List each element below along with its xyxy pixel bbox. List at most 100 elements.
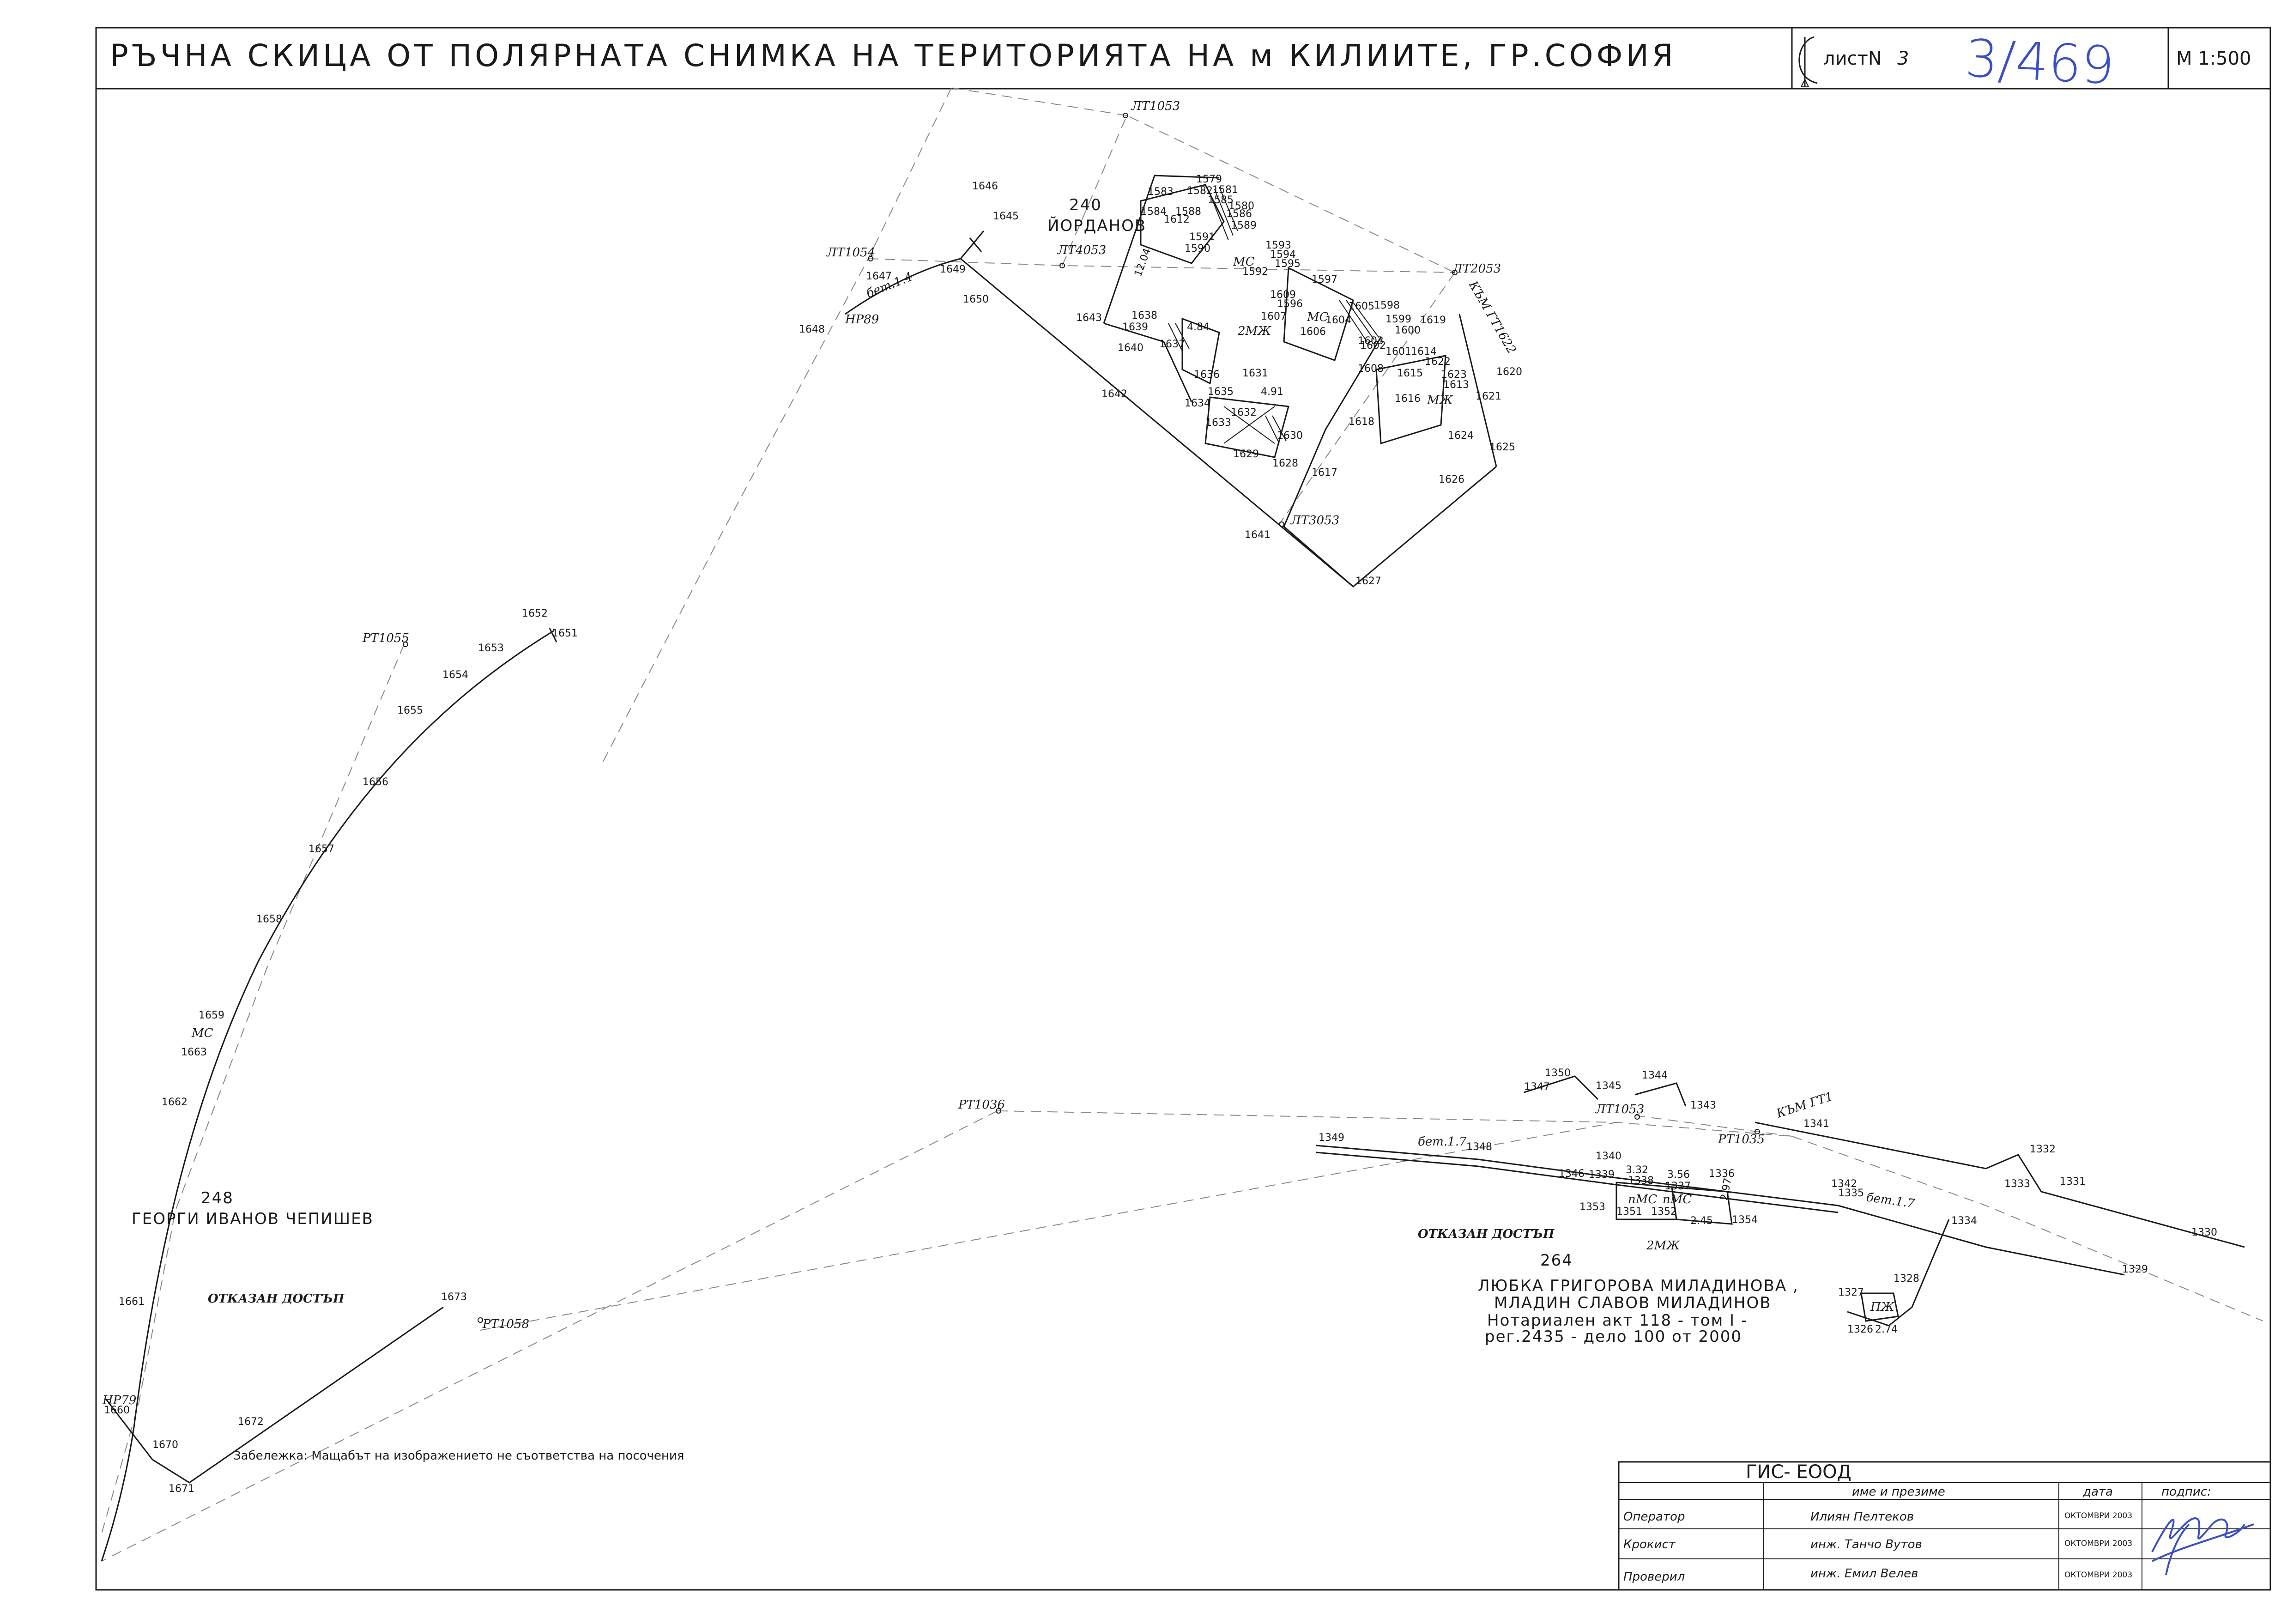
traverse-lines xyxy=(101,87,2263,1562)
col-date-header: дата xyxy=(2082,1485,2113,1499)
row-role-checker: Проверил xyxy=(1623,1570,1685,1584)
sheet-frame xyxy=(95,27,2271,1591)
pt: 1652 xyxy=(522,608,548,619)
pt: 1626 xyxy=(1439,474,1464,485)
pt: 1606 xyxy=(1300,326,1326,338)
pt: 1582 xyxy=(1187,185,1213,197)
pt: 1350 xyxy=(1545,1067,1571,1079)
sheet-label: листN xyxy=(1823,48,1882,69)
pt: 1633 xyxy=(1205,417,1231,429)
pt: 1343 xyxy=(1690,1100,1716,1111)
pt: 1627 xyxy=(1355,576,1381,587)
pt: 1585 xyxy=(1208,194,1234,206)
pt: 1336 xyxy=(1709,1168,1735,1180)
station-rt1055: РТ1055 xyxy=(362,631,409,645)
row-date-checker: ОКТОМВРИ 2003 xyxy=(2064,1570,2132,1580)
pt: 1600 xyxy=(1395,325,1421,336)
parcel-264-deed-1: Нотариален акт 118 - том I - xyxy=(1487,1311,1748,1330)
pt: 1620 xyxy=(1496,366,1522,378)
station-rt1036: РТ1036 xyxy=(958,1098,1005,1112)
pt: 1630 xyxy=(1277,430,1303,442)
building-codes: МС МС МС 2МЖ МЖ пМС пМС 2МЖ ПЖ xyxy=(191,255,1895,1314)
pt: 1581 xyxy=(1212,184,1238,196)
pt: 1345 xyxy=(1596,1080,1621,1092)
annotations: КЪМ ГТ1622 КЪМ ГТ1 бет.1.4 бет.1.7 бет.1… xyxy=(233,247,1916,1463)
pt: 1655 xyxy=(397,705,423,716)
row-date-operator: ОКТОМВРИ 2003 xyxy=(2064,1511,2132,1521)
wall-label-b: бет.1.7 xyxy=(1418,1135,1467,1149)
pt: 1327 xyxy=(1838,1287,1864,1298)
station-rt1058: РТ1058 xyxy=(482,1317,529,1331)
company-name: ГИС- ЕООД xyxy=(1746,1461,1851,1483)
station-marker xyxy=(1634,1114,1640,1120)
pt: 1596 xyxy=(1277,298,1303,310)
handwritten-number: 3/469 xyxy=(1964,29,2116,97)
pt: 1588 xyxy=(1175,206,1201,218)
station-marker xyxy=(868,256,873,261)
pt: 1333 xyxy=(2004,1178,2030,1190)
sheet-number: 3 xyxy=(1897,48,1909,69)
code-mzh: МЖ xyxy=(1427,394,1453,407)
pt: 1602 xyxy=(1360,340,1386,351)
pt: 1659 xyxy=(199,1010,224,1021)
page-title: РЪЧНА СКИЦА ОТ ПОЛЯРНАТА СНИМКА НА ТЕРИТ… xyxy=(110,38,1676,73)
pt: 1617 xyxy=(1312,467,1337,479)
code-pzh: ПЖ xyxy=(1870,1300,1895,1314)
dim-332: 3.32 xyxy=(1626,1164,1648,1176)
pt: 1580 xyxy=(1228,200,1254,212)
pt: 1326 xyxy=(1847,1324,1873,1335)
station-marker xyxy=(478,1317,483,1323)
pt: 1614 xyxy=(1411,346,1437,358)
pt: 1646 xyxy=(972,181,998,192)
station-lt3053: ЛТ3053 xyxy=(1290,514,1339,527)
pt: 1625 xyxy=(1489,442,1515,453)
station-hp79: НР79 xyxy=(102,1394,136,1407)
pt: 1608 xyxy=(1358,363,1384,375)
pt: 1660 xyxy=(104,1405,130,1416)
station-marker xyxy=(1452,270,1458,275)
pt: 1623 xyxy=(1441,369,1467,381)
pt: 1329 xyxy=(2122,1264,2148,1275)
pt: 1586 xyxy=(1226,208,1252,220)
station-marker xyxy=(1755,1129,1760,1134)
pt: 1618 xyxy=(1349,416,1374,428)
row-date-croquis: ОКТОМВРИ 2003 xyxy=(2064,1539,2132,1548)
station-lt1053-top: ЛТ1053 xyxy=(1131,99,1180,113)
pt: 1613 xyxy=(1443,379,1469,391)
dim-245: 2.45 xyxy=(1690,1215,1713,1227)
map-scale: М 1:500 xyxy=(2176,48,2251,69)
pt: 1592 xyxy=(1242,266,1268,278)
pt: 1641 xyxy=(1245,529,1271,541)
pt: 1330 xyxy=(2191,1227,2217,1238)
parcel-264-status: ОТКАЗАН ДОСТЪП xyxy=(1418,1227,1555,1241)
pt: 1353 xyxy=(1579,1201,1605,1213)
station-lt1054: ЛТ1054 xyxy=(826,246,875,260)
pt: 1662 xyxy=(162,1097,188,1108)
pt: 1584 xyxy=(1141,206,1167,218)
code-ms-b: МС xyxy=(1307,310,1329,324)
pt: 1344 xyxy=(1642,1070,1668,1081)
pt: 1656 xyxy=(363,776,388,788)
pt: 1632 xyxy=(1231,407,1257,418)
parcel-248-status: ОТКАЗАН ДОСТЪП xyxy=(208,1292,345,1306)
pt: 1595 xyxy=(1275,258,1301,270)
pt: 1615 xyxy=(1397,368,1423,379)
pt: 1622 xyxy=(1425,356,1451,368)
pt: 1593 xyxy=(1265,240,1291,251)
pt: 1346 xyxy=(1559,1168,1585,1180)
pt: 1639 xyxy=(1122,321,1148,333)
station-hp89: НР89 xyxy=(845,313,879,327)
code-ms-a: МС xyxy=(1233,255,1255,269)
code-pms-b: пМС xyxy=(1663,1193,1692,1206)
row-name-operator: Илиян Пелтеков xyxy=(1810,1510,1914,1524)
station-rt1035: РТ1035 xyxy=(1718,1133,1765,1146)
title-block: ГИС- ЕООД име и презиме дата подпис: Опе… xyxy=(1618,1461,2271,1591)
station-lt2053: ЛТ2053 xyxy=(1452,262,1501,276)
pt: 1648 xyxy=(799,324,825,335)
pt: 1612 xyxy=(1164,214,1190,225)
pt: 1354 xyxy=(1732,1214,1758,1226)
pt: 1591 xyxy=(1189,231,1215,243)
code-2mzh-a: 2МЖ xyxy=(1237,324,1271,338)
pt: 1658 xyxy=(256,914,282,925)
